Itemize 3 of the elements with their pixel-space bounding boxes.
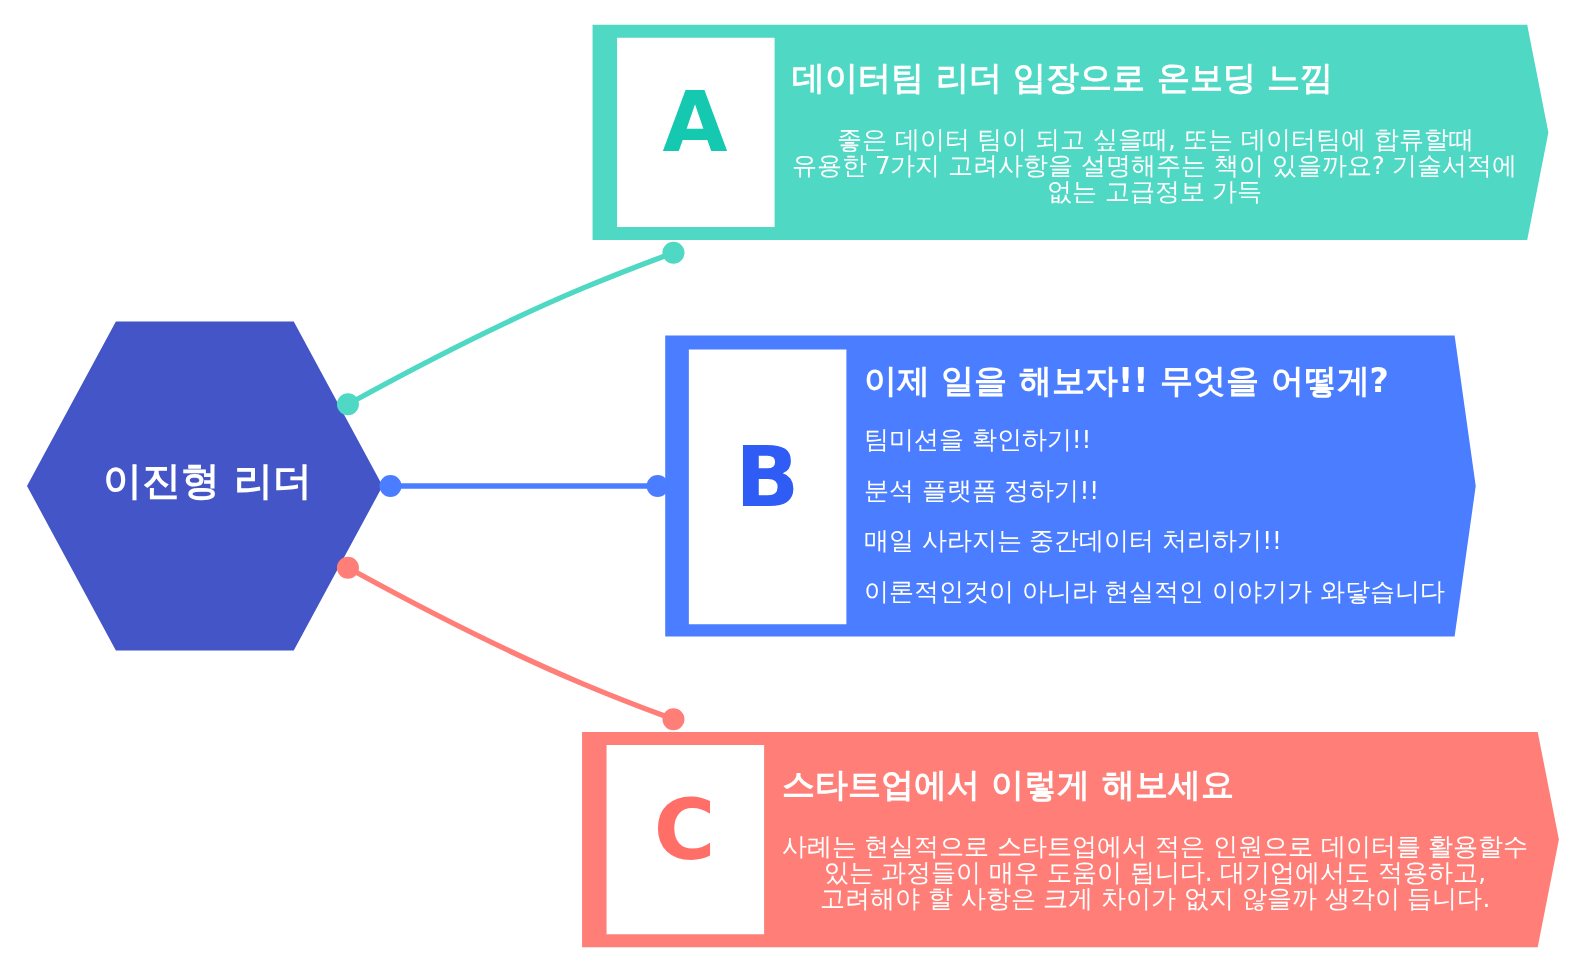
connector [379,474,669,498]
connector [336,556,685,731]
connector [336,241,685,416]
